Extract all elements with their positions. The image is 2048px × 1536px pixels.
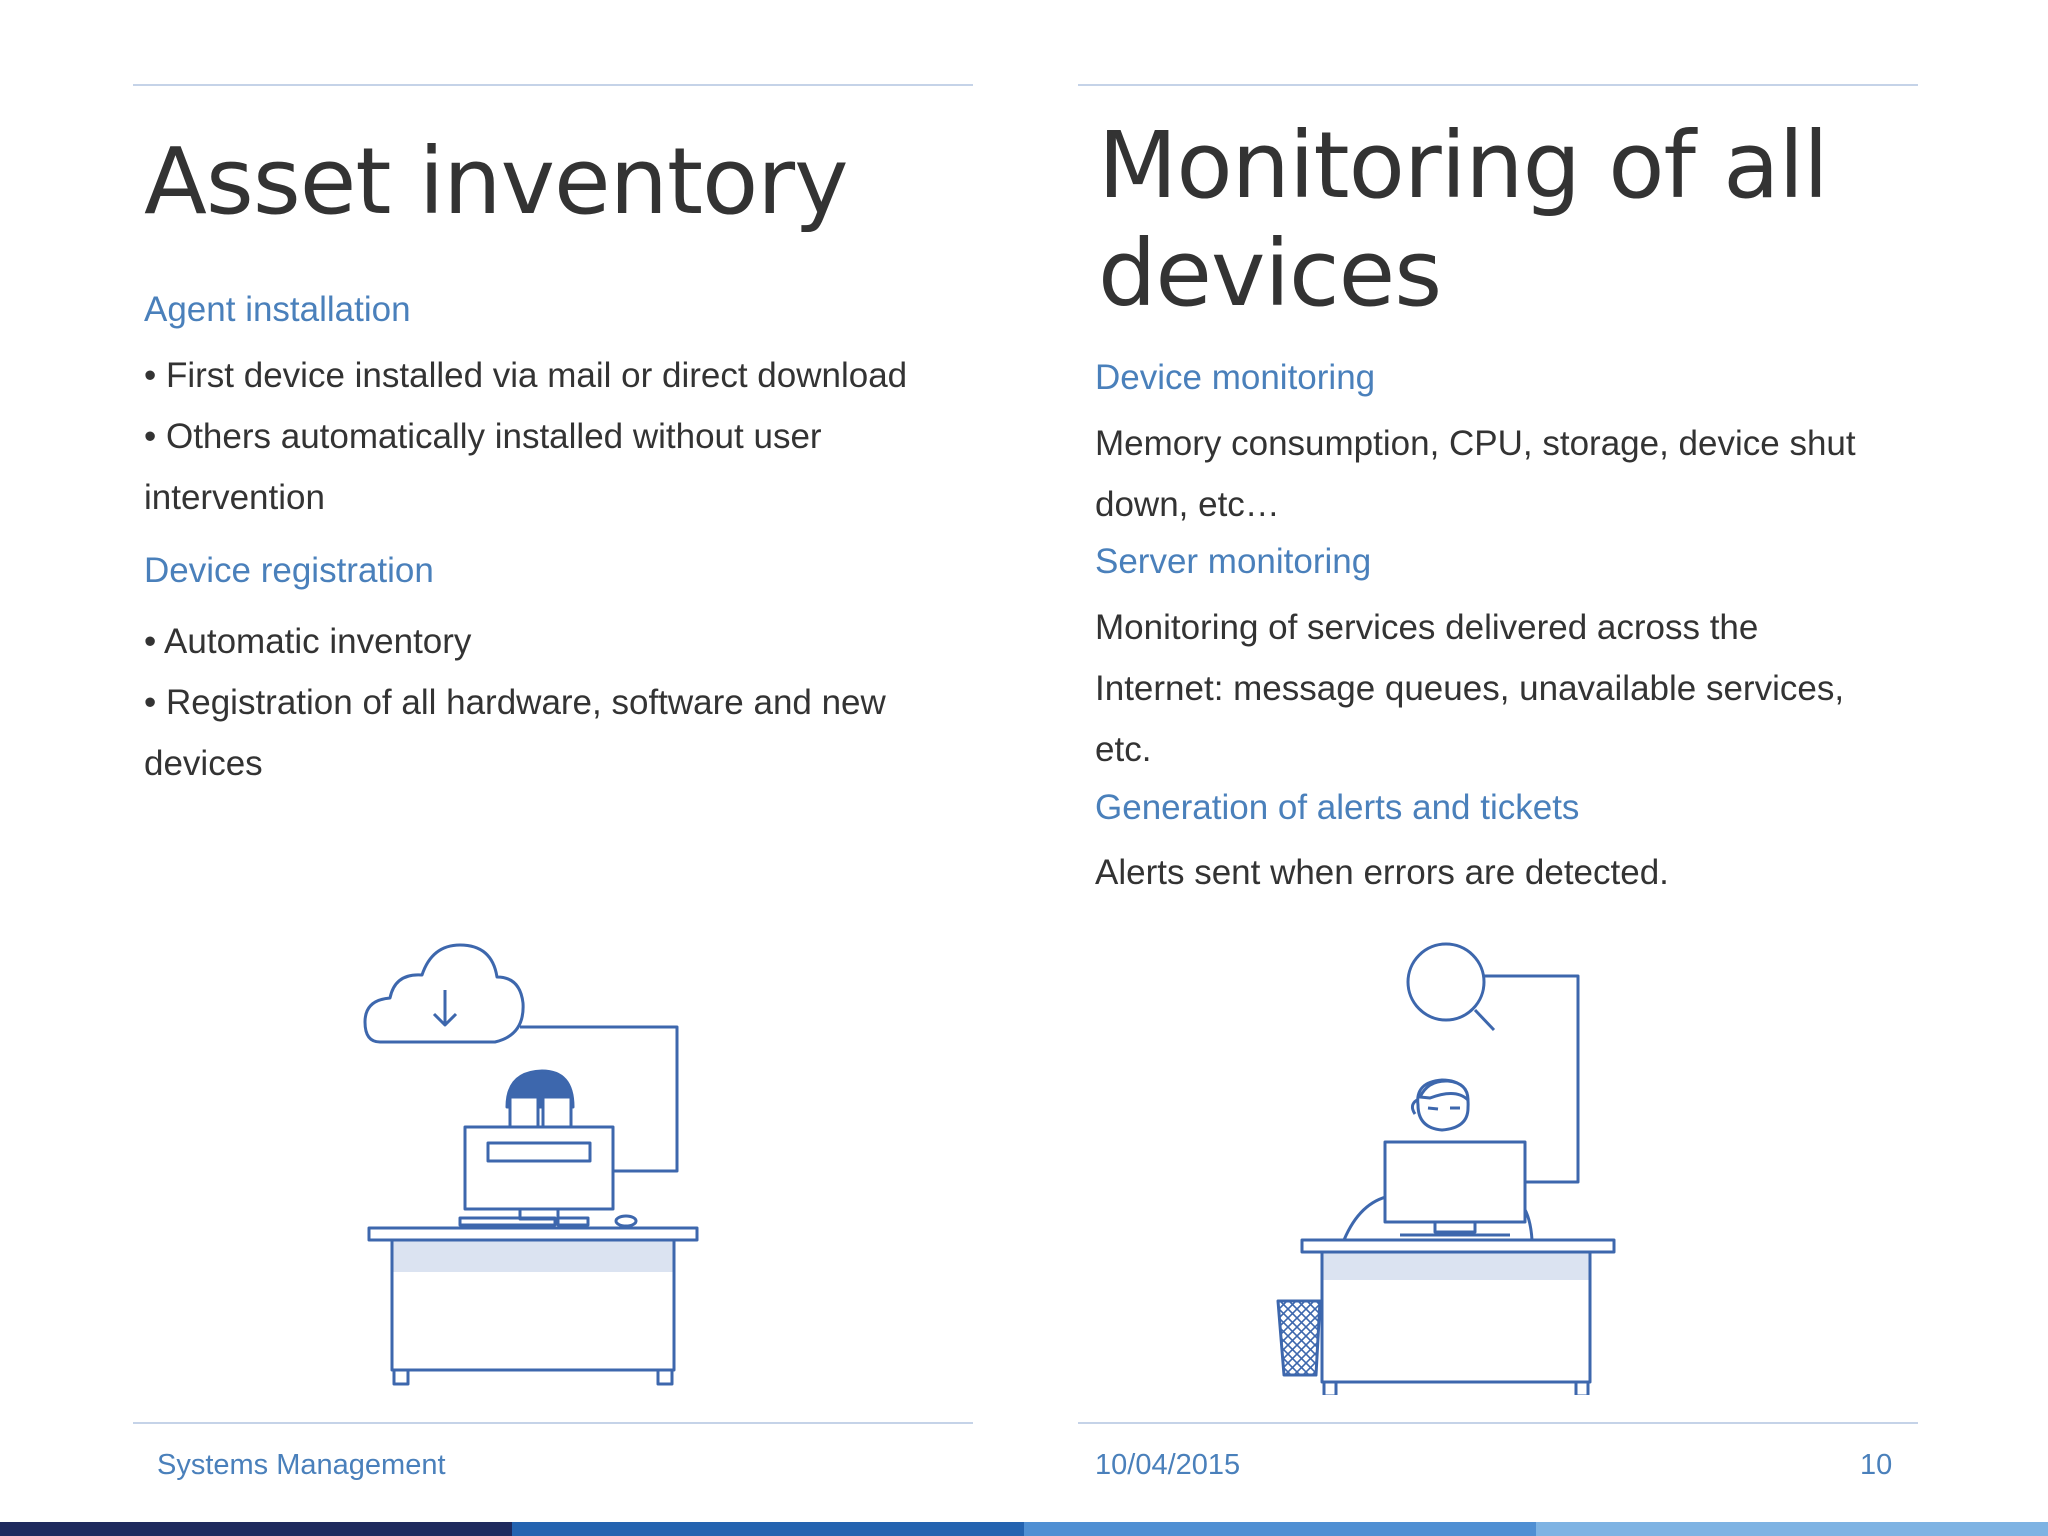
server-monitoring-text: Monitoring of services delivered across … bbox=[1095, 597, 1955, 780]
agent-installation-heading: Agent installation bbox=[144, 290, 411, 329]
device-registration-heading: Device registration bbox=[144, 551, 434, 590]
page-number: 10 bbox=[1860, 1449, 1893, 1481]
text-line: Internet: message queues, unavailable se… bbox=[1095, 669, 1845, 708]
cloud-download-icon bbox=[363, 943, 525, 1044]
asset-inventory-illustration bbox=[363, 943, 699, 1386]
bullet-line: • Others automatically installed without… bbox=[144, 417, 822, 456]
magnifier-icon bbox=[1406, 942, 1496, 1032]
bullet-line: • Registration of all hardware, software… bbox=[144, 683, 886, 722]
text-line: Memory consumption, CPU, storage, device… bbox=[1095, 424, 1856, 463]
trash-bin-icon bbox=[1276, 1299, 1322, 1377]
bullet-line: • First device installed via mail or dir… bbox=[144, 356, 908, 395]
color-strip-1 bbox=[0, 1522, 512, 1536]
text-line: down, etc… bbox=[1095, 485, 1280, 524]
color-strip-3 bbox=[1024, 1522, 1536, 1536]
right-title-line-2: devices bbox=[1098, 220, 1442, 327]
device-monitoring-heading: Device monitoring bbox=[1095, 358, 1376, 397]
device-registration-text: • Automatic inventory • Registration of … bbox=[144, 611, 974, 794]
bullet-line: devices bbox=[144, 744, 263, 783]
device-monitoring-text: Memory consumption, CPU, storage, device… bbox=[1095, 413, 1955, 535]
alerts-tickets-text: Alerts sent when errors are detected. bbox=[1095, 842, 1955, 903]
monitoring-illustration bbox=[1276, 942, 1616, 1395]
agent-installation-text: • First device installed via mail or dir… bbox=[144, 345, 974, 528]
right-top-rule bbox=[1078, 84, 1918, 86]
text-line: Alerts sent when errors are detected. bbox=[1095, 853, 1669, 892]
left-title: Asset inventory bbox=[144, 128, 849, 235]
footer-title: Systems Management bbox=[157, 1449, 446, 1481]
color-strip-2 bbox=[512, 1522, 1024, 1536]
right-bottom-rule bbox=[1078, 1422, 1918, 1424]
bullet-line: • Automatic inventory bbox=[144, 622, 472, 661]
text-line: etc. bbox=[1095, 730, 1152, 769]
right-title-line-1: Monitoring of all bbox=[1098, 112, 1829, 219]
left-top-rule bbox=[133, 84, 973, 86]
server-monitoring-heading: Server monitoring bbox=[1095, 542, 1372, 581]
bullet-line: intervention bbox=[144, 478, 325, 517]
footer-date: 10/04/2015 bbox=[1095, 1449, 1241, 1481]
text-line: Monitoring of services delivered across … bbox=[1095, 608, 1759, 647]
alerts-tickets-heading: Generation of alerts and tickets bbox=[1095, 788, 1580, 827]
left-bottom-rule bbox=[133, 1422, 973, 1424]
right-title: Monitoring of all devices bbox=[1098, 112, 1829, 328]
color-strip-4 bbox=[1536, 1522, 2048, 1536]
